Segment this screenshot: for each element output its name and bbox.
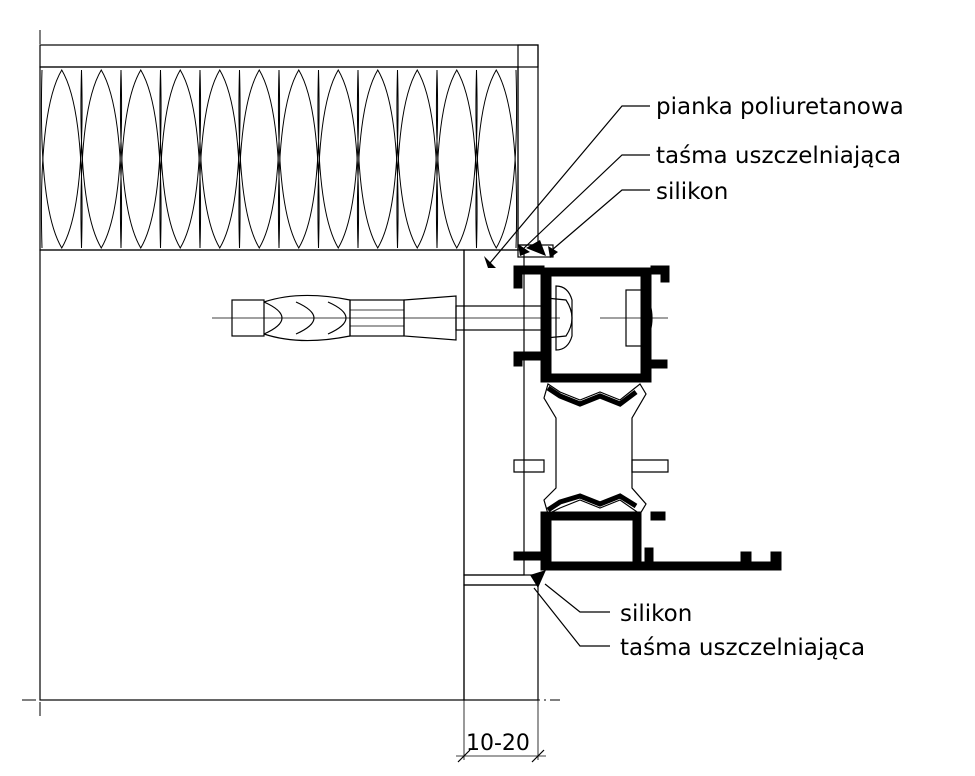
label-silicone-bottom: silikon — [620, 601, 692, 627]
insulation-loop — [80, 69, 123, 249]
insulation-loop — [396, 69, 439, 249]
silicone-bead-top — [526, 240, 546, 256]
insulation-loop — [159, 69, 202, 249]
insulation-loop — [475, 69, 518, 249]
insulation-loop — [40, 69, 83, 249]
insulation-loop — [119, 69, 162, 249]
dimension-gap-label: 10-20 — [466, 731, 530, 756]
insulation-loop — [198, 69, 241, 249]
leader-lines — [484, 105, 650, 647]
label-sealing-tape-top: taśma uszczelniająca — [656, 143, 901, 169]
concrete-reveal-bottom — [463, 584, 539, 701]
insulation-loop — [435, 69, 478, 249]
insulation-loop — [356, 69, 399, 249]
window-frame-profile — [513, 265, 782, 571]
insulation-loop — [159, 69, 202, 249]
masonry-wall — [39, 249, 465, 701]
polyurethane-foam — [463, 249, 525, 576]
anchor-bolt — [212, 294, 573, 342]
insulation-loop — [356, 69, 399, 249]
thermal-insulation — [39, 66, 519, 251]
insulation-loop — [277, 69, 320, 249]
insulation-loop — [396, 69, 439, 249]
insulation-loop — [80, 69, 123, 249]
insulation-loop — [238, 69, 281, 249]
label-polyurethane-foam: pianka poliuretanowa — [656, 94, 904, 120]
insulation-loop — [317, 69, 360, 249]
insulation-loop — [238, 69, 281, 249]
concrete-plaster-top — [39, 44, 539, 246]
insulation-loop — [198, 69, 241, 249]
label-sealing-tape-bottom: taśma uszczelniająca — [620, 635, 865, 661]
silicone-bead-bottom — [530, 570, 546, 588]
insulation-loop — [435, 69, 478, 249]
insulation-loop — [277, 69, 320, 249]
insulation-loop — [317, 69, 360, 249]
dimension-gap — [456, 700, 546, 763]
insulation-loop — [40, 69, 83, 249]
insulation-loop — [119, 69, 162, 249]
sealing-tape-bottom — [463, 574, 539, 586]
label-silicone-top: silikon — [656, 179, 728, 205]
insulation-loop — [475, 69, 518, 249]
